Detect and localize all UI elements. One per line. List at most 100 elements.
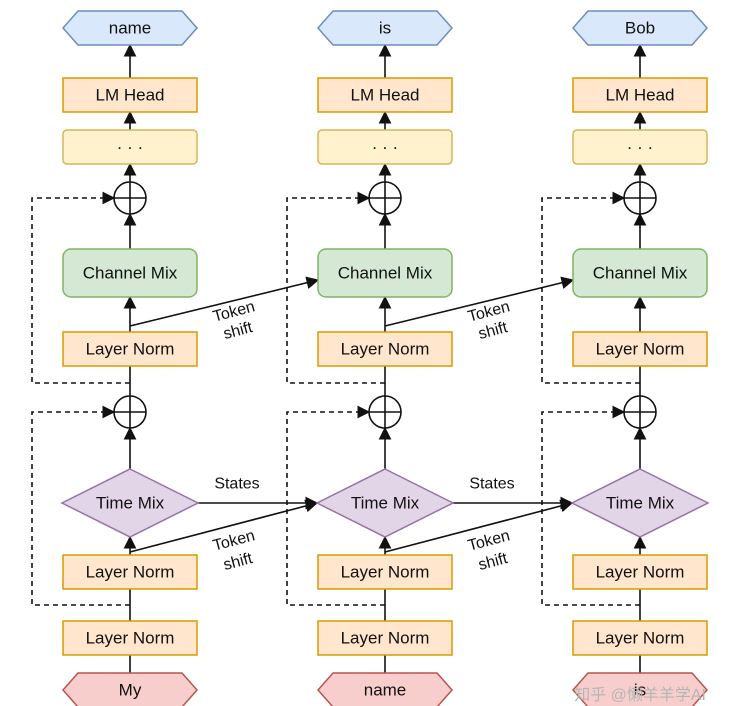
col1-output-token-label: name [109, 19, 152, 38]
col2-channel-mix: Channel Mix [317, 248, 453, 298]
col2-layer-norm-input-label: Layer Norm [341, 629, 430, 648]
col1-layer-norm-input-shape [62, 620, 198, 656]
col2-layer-norm-channel: Layer Norm [317, 331, 453, 367]
col1-to-col2-states-label: States [214, 476, 259, 493]
col1-channel-mix-shape [62, 248, 198, 298]
col2-time-mix-label: Time Mix [351, 494, 420, 513]
col3-layer-norm-channel-label: Layer Norm [596, 340, 685, 359]
col3-layer-norm-input-shape [572, 620, 708, 656]
col2-layer-norm-input-shape [317, 620, 453, 656]
col1-channel-mix: Channel Mix [62, 248, 198, 298]
col1-ellipsis-block-shape [62, 129, 198, 165]
col3-time-mix: Time Mix [570, 468, 710, 538]
col2-channel-mix-label: Channel Mix [338, 264, 433, 283]
col3-lm-head: LM Head [572, 77, 708, 113]
col1-channel-mix-label: Channel Mix [83, 264, 178, 283]
col3-layer-norm-time-label: Layer Norm [596, 563, 685, 582]
col2-add-channel [368, 181, 402, 215]
col3-input-token-shape [571, 672, 709, 706]
col2-layer-norm-time: Layer Norm [317, 554, 453, 590]
col3-time-mix-label: Time Mix [606, 494, 675, 513]
col1-time-mix-shape [60, 468, 200, 538]
col2-ellipsis-block-label: · · · [372, 138, 398, 157]
col1-layer-norm-channel-label: Layer Norm [86, 340, 175, 359]
col2-input-token-label: name [364, 681, 407, 700]
col2-to-col3-token-shift-time-word2: shift [477, 550, 510, 574]
col3-input-token-label: is [634, 681, 646, 700]
col1-layer-norm-channel: Layer Norm [62, 331, 198, 367]
col1-layer-norm-time: Layer Norm [62, 554, 198, 590]
col3-input-token: is [571, 672, 709, 706]
col2-lm-head-label: LM Head [351, 86, 420, 105]
col2-lm-head-shape [317, 77, 453, 113]
col1-input-token-shape [61, 672, 199, 706]
col1-residual-channel-mix [31, 191, 130, 384]
col1-layer-norm-input-label: Layer Norm [86, 629, 175, 648]
col3-layer-norm-time-shape [572, 554, 708, 590]
col1-output-token: name [61, 10, 199, 46]
col3-ellipsis-block-shape [572, 129, 708, 165]
col2-ellipsis-block: · · · [317, 129, 453, 165]
col3-ellipsis-block-label: · · · [627, 138, 653, 157]
col2-residual-channel-mix [286, 191, 385, 384]
col1-layer-norm-time-shape [62, 554, 198, 590]
col1-output-token-shape [61, 10, 199, 46]
col1-time-mix: Time Mix [60, 468, 200, 538]
col1-add-time [113, 395, 147, 429]
col1-to-col2-token-shift-channel [129, 276, 320, 327]
col2-layer-norm-time-label: Layer Norm [341, 563, 430, 582]
col3-output-token: Bob [571, 10, 709, 46]
col3-lm-head-label: LM Head [606, 86, 675, 105]
col3-ellipsis-block: · · · [572, 129, 708, 165]
col1-add-channel [113, 181, 147, 215]
col2-input-token: name [316, 672, 454, 706]
col2-to-col3-token-shift-time [384, 499, 574, 553]
col2-layer-norm-channel-label: Layer Norm [341, 340, 430, 359]
col2-layer-norm-channel-shape [317, 331, 453, 367]
col3-channel-mix-shape [572, 248, 708, 298]
col1-to-col2-token-shift-time-word2: shift [222, 550, 255, 574]
col2-layer-norm-time-shape [317, 554, 453, 590]
col2-output-token-label: is [379, 19, 391, 38]
watermark: 知乎 @懒羊羊学AI [574, 686, 706, 704]
col1-layer-norm-channel-shape [62, 331, 198, 367]
col3-add-channel [623, 181, 657, 215]
col2-channel-mix-shape [317, 248, 453, 298]
col3-output-token-label: Bob [625, 19, 655, 38]
col3-layer-norm-channel-shape [572, 331, 708, 367]
col3-layer-norm-time: Layer Norm [572, 554, 708, 590]
col3-lm-head-shape [572, 77, 708, 113]
col1-lm-head-shape [62, 77, 198, 113]
col1-ellipsis-block-label: · · · [117, 138, 143, 157]
col2-time-mix: Time Mix [315, 468, 455, 538]
col3-add-time [623, 395, 657, 429]
col1-layer-norm-input: Layer Norm [62, 620, 198, 656]
col3-layer-norm-channel: Layer Norm [572, 331, 708, 367]
col2-to-col3-token-shift-channel [384, 276, 575, 327]
col2-residual-time-mix [286, 405, 385, 606]
col3-layer-norm-input-label: Layer Norm [596, 629, 685, 648]
col3-residual-channel-mix [541, 191, 640, 384]
col2-layer-norm-input: Layer Norm [317, 620, 453, 656]
col1-lm-head-label: LM Head [96, 86, 165, 105]
col3-time-mix-shape [570, 468, 710, 538]
col2-ellipsis-block-shape [317, 129, 453, 165]
col2-lm-head: LM Head [317, 77, 453, 113]
col3-layer-norm-input: Layer Norm [572, 620, 708, 656]
col2-output-token: is [316, 10, 454, 46]
col1-lm-head: LM Head [62, 77, 198, 113]
col2-add-time [368, 395, 402, 429]
col1-ellipsis-block: · · · [62, 129, 198, 165]
col1-layer-norm-time-label: Layer Norm [86, 563, 175, 582]
col2-to-col3-states-label: States [469, 476, 514, 493]
col3-residual-time-mix [541, 405, 640, 606]
col3-channel-mix: Channel Mix [572, 248, 708, 298]
col1-residual-time-mix [31, 405, 130, 606]
col1-input-token-label: My [119, 681, 142, 700]
col1-to-col2-token-shift-time [129, 499, 319, 553]
col2-input-token-shape [316, 672, 454, 706]
col3-channel-mix-label: Channel Mix [593, 264, 688, 283]
col1-time-mix-label: Time Mix [96, 494, 165, 513]
col2-output-token-shape [316, 10, 454, 46]
